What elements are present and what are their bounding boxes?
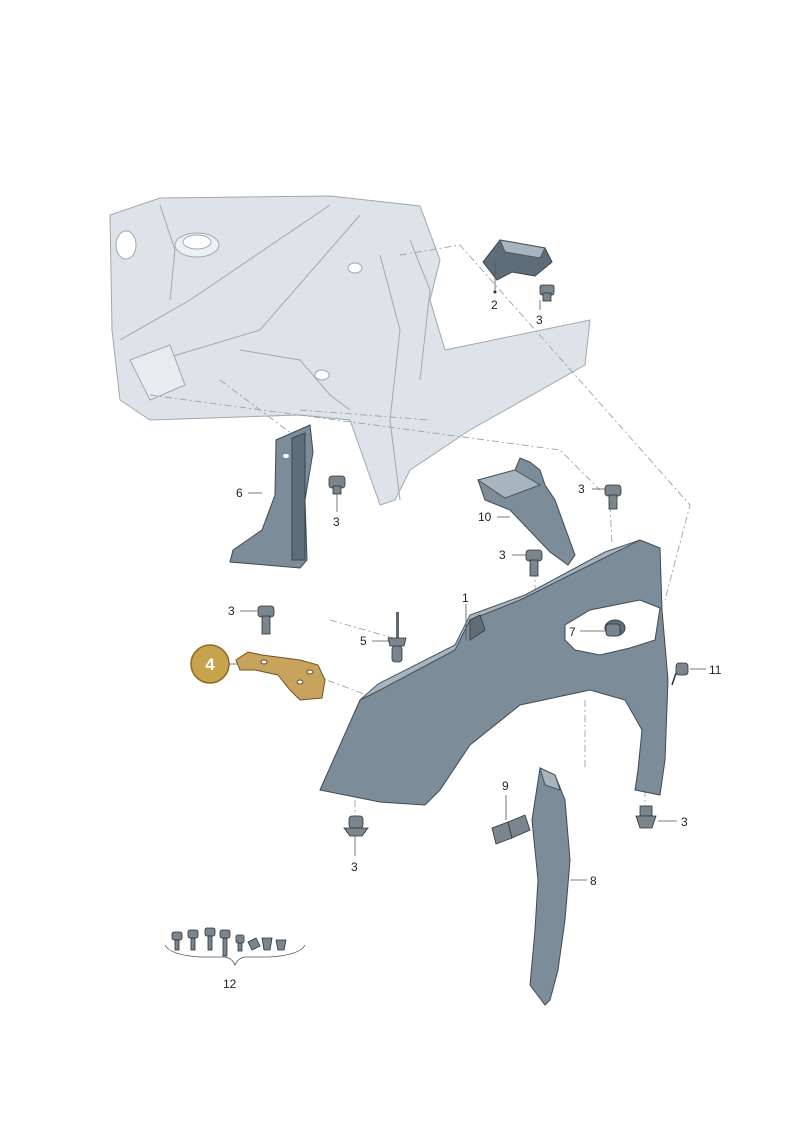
upper-mount-bracket <box>482 239 553 281</box>
screw-icon <box>635 805 657 829</box>
screw-icon <box>539 284 555 302</box>
callout-6: 6 <box>236 486 243 500</box>
callout-3-top: 3 <box>536 313 543 327</box>
clip-icon <box>671 662 689 686</box>
callout-3-bottom-left: 3 <box>351 860 358 874</box>
rivet-icon <box>387 612 407 663</box>
screw-icon <box>343 815 369 837</box>
callout-7: 7 <box>569 625 576 639</box>
callout-4: 4 <box>205 655 215 674</box>
callout-3-left: 3 <box>228 604 235 618</box>
callout-3-right-top: 3 <box>578 482 585 496</box>
callout-3-bottom-right: 3 <box>681 815 688 829</box>
nut-icon <box>605 623 621 637</box>
fender-bracket <box>235 651 326 701</box>
vehicle-body-structure <box>109 195 591 506</box>
callout-2: 2 <box>491 298 498 312</box>
callout-12: 12 <box>223 977 237 991</box>
callout-5: 5 <box>360 634 367 648</box>
screw-icon <box>257 605 275 635</box>
fender-support-block <box>476 457 576 566</box>
wheel-arch-liner-strip <box>529 767 571 1006</box>
screw-icon <box>525 549 543 577</box>
callout-3-mid-right: 3 <box>499 548 506 562</box>
front-fender <box>319 539 669 806</box>
fastener-set-brace <box>164 944 306 967</box>
callout-10: 10 <box>478 510 492 524</box>
fastener-set <box>171 927 287 957</box>
rear-closing-panel <box>229 424 314 569</box>
screw-icon <box>604 484 622 510</box>
callout-1: 1 <box>462 591 469 605</box>
callout-8: 8 <box>590 874 597 888</box>
screw-icon <box>328 475 346 495</box>
callout-11: 11 <box>709 663 722 677</box>
highlighted-part-badge[interactable]: 4 <box>190 644 230 684</box>
callout-3-mid: 3 <box>333 515 340 529</box>
push-clip-icon <box>491 814 531 845</box>
callout-9: 9 <box>502 779 509 793</box>
